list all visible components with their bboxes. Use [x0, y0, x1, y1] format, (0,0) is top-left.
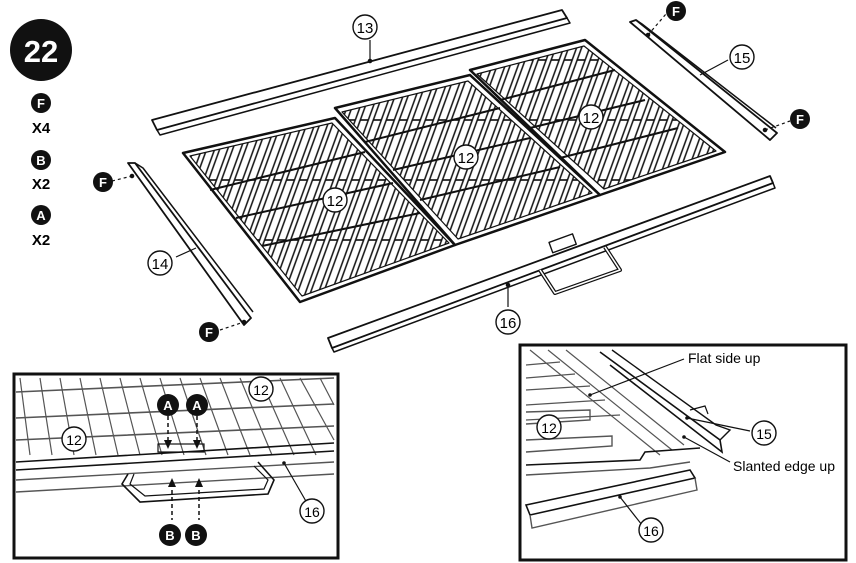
legend-item-a: A X2: [31, 205, 51, 249]
screw-f-callout: F: [93, 172, 113, 192]
detail-inset-right: Flat side up Slanted edge up 12 15 16: [518, 343, 848, 562]
screw-guide: [764, 120, 791, 131]
callout-grate-left: 12: [322, 187, 348, 213]
svg-text:15: 15: [756, 426, 772, 442]
svg-text:F: F: [672, 4, 680, 19]
detail-callout-rail-front: 16: [638, 517, 664, 543]
legend-letter: F: [37, 96, 45, 111]
svg-text:12: 12: [541, 420, 557, 436]
hardware-legend: F X4 B X2 A X2: [31, 93, 51, 249]
rail-top: [151, 9, 571, 136]
note-slanted-edge-up: Slanted edge up: [733, 458, 835, 474]
screw-f-callout: F: [790, 109, 810, 129]
svg-text:F: F: [99, 175, 107, 190]
hardware-callouts: F F F F: [93, 1, 810, 342]
svg-text:A: A: [163, 398, 173, 413]
detail-callout-rail-right: 15: [751, 420, 777, 446]
svg-text:16: 16: [643, 523, 659, 539]
rail-front: [327, 175, 776, 353]
screw-guide: [111, 175, 133, 182]
screw-a-callout: A: [186, 394, 208, 416]
legend-qty: X4: [32, 120, 51, 137]
svg-text:13: 13: [357, 20, 374, 37]
svg-text:A: A: [192, 398, 202, 413]
svg-text:16: 16: [304, 504, 320, 520]
svg-text:12: 12: [66, 432, 82, 448]
legend-item-f: F X4: [31, 93, 51, 137]
svg-text:F: F: [796, 112, 804, 127]
svg-text:B: B: [165, 528, 174, 543]
detail-callout-grate: 12: [248, 376, 274, 402]
grate-assembly: [111, 9, 791, 353]
screw-f-callout: F: [199, 322, 219, 342]
screw-a-callout: A: [157, 394, 179, 416]
detail-inset-left: 12 12 16 A A B B: [12, 372, 340, 560]
rail-right: [629, 19, 778, 141]
screw-guide: [219, 321, 245, 331]
svg-text:14: 14: [152, 256, 169, 273]
legend-item-b: B X2: [31, 150, 51, 193]
note-flat-side-up: Flat side up: [688, 350, 761, 366]
callout-rail-front: 16: [495, 309, 521, 335]
svg-text:15: 15: [734, 50, 751, 67]
detail-callout-grate: 12: [536, 414, 562, 440]
callout-rail-right: 15: [729, 44, 755, 70]
legend-letter: A: [36, 208, 46, 223]
svg-text:B: B: [191, 528, 200, 543]
step-number: 22: [24, 34, 58, 69]
screw-b-callout: B: [185, 524, 207, 546]
svg-text:16: 16: [500, 315, 517, 332]
callout-grate-middle: 12: [453, 144, 479, 170]
legend-qty: X2: [32, 176, 50, 193]
callout-grate-right: 12: [578, 104, 604, 130]
callout-rail-left: 14: [147, 250, 173, 276]
screw-guide: [647, 13, 667, 36]
svg-text:12: 12: [327, 193, 344, 210]
screw-f-callout: F: [666, 1, 686, 21]
legend-qty: X2: [32, 232, 50, 249]
svg-text:F: F: [205, 325, 213, 340]
svg-text:12: 12: [583, 110, 600, 127]
step-badge: 22: [10, 19, 72, 81]
svg-text:12: 12: [253, 382, 269, 398]
legend-letter: B: [36, 153, 45, 168]
part-callouts: 12 12 12 13 14 15 16: [147, 14, 755, 335]
detail-callout-rail: 16: [299, 498, 325, 524]
svg-text:12: 12: [458, 150, 475, 167]
grate-left: [181, 116, 457, 304]
callout-rail-top: 13: [352, 14, 378, 40]
detail-callout-grate: 12: [61, 426, 87, 452]
screw-b-callout: B: [159, 524, 181, 546]
